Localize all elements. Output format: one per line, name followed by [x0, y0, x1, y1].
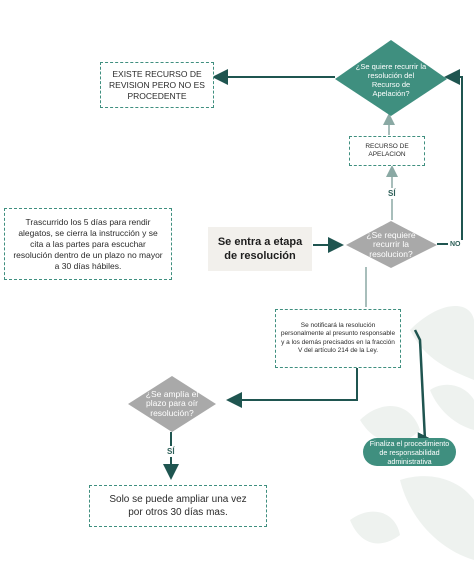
diamond-apelacion-shape	[335, 40, 447, 116]
diamond-apelacion-text: ¿Se quiere recurrir la resolución del Re…	[355, 62, 427, 98]
recurso-apelacion-text: RECURSO DE APELACION	[365, 143, 409, 158]
diamond-plazo-text: ¿Se amplía el plazo para oír resolución?	[145, 388, 199, 418]
diamond-plazo-shape	[128, 376, 216, 432]
trascurrido-text: Trascurrido los 5 días para rendir alega…	[13, 216, 163, 271]
notificara-text: Se notificará la resolución personalment…	[280, 321, 396, 354]
diamond-requiere-shape	[346, 221, 437, 268]
etapa-resolucion-box: Se entra a etapa de resolución	[208, 227, 312, 271]
notificara-box: Se notificará la resolución personalment…	[275, 309, 401, 368]
diamond-requiere-text: ¿Se requiere recurrir la resolucion?	[366, 229, 416, 259]
recurso-apelacion-box: RECURSO DE APELACION	[349, 136, 425, 166]
ampliar-text: Solo se puede ampliar una vez por otros …	[109, 494, 247, 518]
existe-recurso-text: EXISTE RECURSO DE REVISION PERO NO ES PR…	[109, 68, 205, 101]
no-label: NO	[448, 240, 463, 249]
trascurrido-box: Trascurrido los 5 días para rendir alega…	[4, 208, 172, 280]
si-label-top: SÍ	[386, 188, 398, 199]
existe-recurso-box: EXISTE RECURSO DE REVISION PERO NO ES PR…	[100, 62, 214, 108]
finaliza-text: Finaliza el procedimiento de responsabil…	[369, 438, 450, 466]
si-label-bottom: SÍ	[165, 446, 177, 457]
ampliar-box: Solo se puede ampliar una vez por otros …	[89, 485, 267, 527]
finaliza-pill: Finaliza el procedimiento de responsabil…	[363, 438, 456, 466]
etapa-resolucion-text: Se entra a etapa de resolución	[217, 236, 303, 262]
